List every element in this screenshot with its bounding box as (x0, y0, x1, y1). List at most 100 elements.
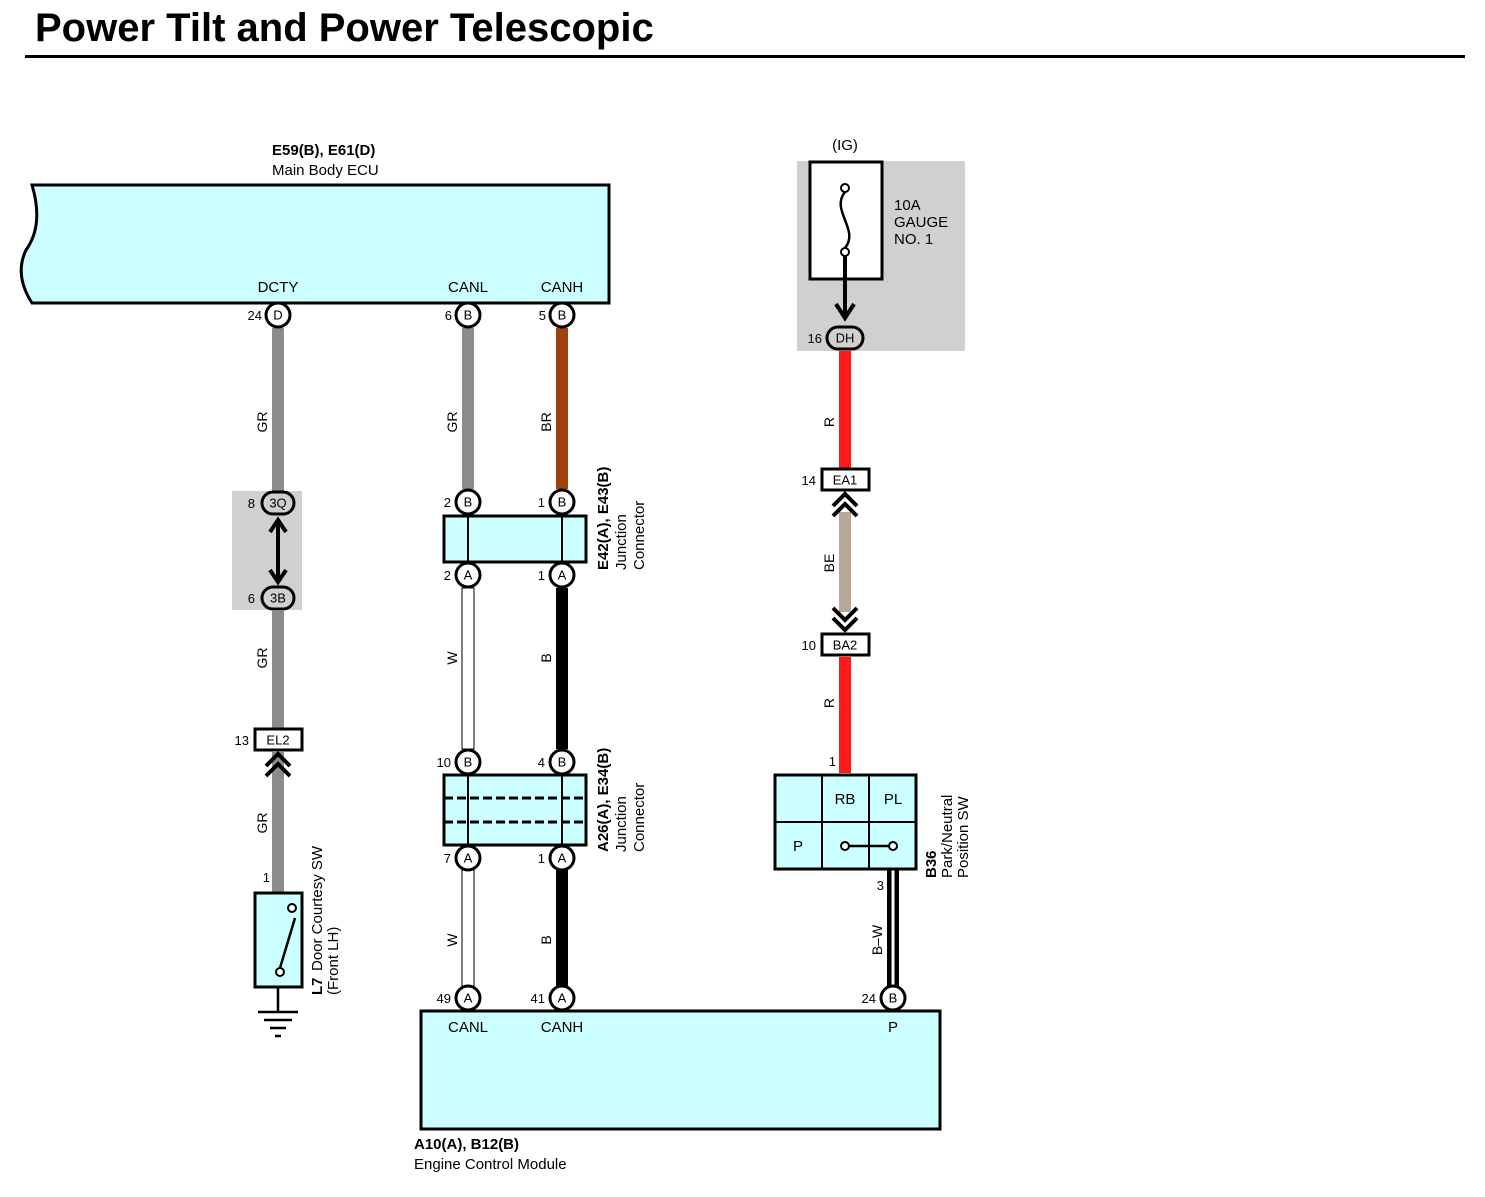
junction-a26-in-canl: B 10 (437, 748, 482, 776)
svg-text:E42(A), E43(B): E42(A), E43(B) (595, 467, 612, 570)
pn-sw-cell-rb: RB (835, 791, 856, 808)
svg-text:B: B (558, 755, 567, 770)
svg-text:6: 6 (445, 308, 452, 323)
junction-e42-in-canl: B 2 (444, 488, 482, 516)
wire-canl-3 (461, 869, 475, 987)
fuse-supply: (IG) (832, 137, 858, 154)
fuse-arrow-icon (834, 302, 856, 322)
connector-3q: 3Q 8 (248, 490, 296, 516)
chevron-up-icon (831, 501, 859, 518)
svg-text:A26(A), E34(B): A26(A), E34(B) (595, 748, 612, 852)
svg-text:BA2: BA2 (833, 638, 858, 653)
junction-a26-label: A26(A), E34(B) Junction Connector (595, 748, 648, 852)
fuse-element-icon (839, 191, 851, 249)
svg-text:(Front LH): (Front LH) (325, 927, 342, 995)
wire-color-ig-2: BE (821, 554, 837, 573)
main-body-ecu-code: E59(B), E61(D) (272, 142, 375, 159)
wire-color-canh-3: B (538, 935, 554, 944)
wire-color-canl-2: W (444, 651, 460, 665)
svg-text:10: 10 (437, 755, 451, 770)
svg-text:A: A (558, 991, 567, 1006)
wire-color-ig-1: R (821, 417, 837, 427)
engine-control-module (419, 1009, 942, 1131)
pn-sw-cell-pl: PL (884, 791, 902, 808)
junction-a26-out-canl: A 7 (444, 844, 482, 872)
chevron-down-icon (831, 606, 859, 623)
svg-text:B: B (889, 991, 898, 1006)
fuse-name-line2: NO. 1 (894, 231, 933, 248)
svg-text:Connector: Connector (631, 783, 648, 852)
ecm-canh-connector: A 41 (531, 984, 576, 1012)
svg-text:3B: 3B (270, 591, 286, 606)
arrow-down-icon (268, 568, 288, 586)
wire-color-dcty-3: GR (254, 813, 270, 834)
svg-text:A: A (558, 568, 567, 583)
ecu-canl-connector: B 6 (445, 301, 482, 329)
door-sw-lever-icon (278, 917, 297, 969)
ecm-name: Engine Control Module (414, 1156, 567, 1173)
svg-text:Door Courtesy SW: Door Courtesy SW (309, 845, 326, 971)
fuse-name-line1: GAUGE (894, 214, 948, 231)
wire-canl-2 (461, 587, 475, 750)
ecm-code: A10(A), B12(B) (414, 1136, 519, 1153)
title-rule (25, 55, 1465, 58)
main-body-ecu (19, 183, 611, 305)
door-sw-label: L7 Door Courtesy SW (Front LH) (309, 845, 342, 995)
junction-e42-out-canh: A 1 (538, 561, 576, 589)
wire-color-ig-3: R (821, 698, 837, 708)
svg-text:B: B (464, 308, 473, 323)
door-sw-pin: 1 (263, 870, 270, 885)
ecu-terminal-canl: CANL (448, 279, 488, 296)
ecm-terminal-p: P (888, 1019, 898, 1036)
chevron-up-icon (264, 751, 292, 768)
svg-text:B: B (558, 308, 567, 323)
connector-ea1: EA1 14 (802, 467, 871, 492)
svg-text:6: 6 (248, 591, 255, 606)
svg-text:A: A (464, 851, 473, 866)
svg-text:4: 4 (538, 755, 545, 770)
junction-a26-in-canh: B 4 (538, 748, 576, 776)
fuse-out-connector: DH 16 (808, 325, 865, 351)
svg-text:7: 7 (444, 851, 451, 866)
ecu-canh-connector: B 5 (539, 301, 576, 329)
chevron-down-icon (831, 616, 859, 633)
svg-text:A: A (464, 568, 473, 583)
ecm-canl-connector: A 49 (437, 984, 482, 1012)
svg-text:49: 49 (437, 991, 451, 1006)
svg-text:5: 5 (539, 308, 546, 323)
chevron-up-icon (264, 761, 292, 778)
fuse-terminal-top (840, 183, 850, 193)
ecu-terminal-canh: CANH (541, 279, 584, 296)
pn-sw-contact-icon (888, 841, 898, 851)
wire-color-canh-2: B (538, 653, 554, 662)
svg-text:24: 24 (248, 308, 262, 323)
svg-text:8: 8 (248, 496, 255, 511)
svg-text:B: B (464, 495, 473, 510)
ecu-terminal-dcty: DCTY (258, 279, 299, 296)
svg-text:1: 1 (538, 568, 545, 583)
fuse-terminal-bottom (840, 247, 850, 257)
svg-text:Junction: Junction (613, 514, 630, 570)
connector-el2: EL2 13 (235, 727, 304, 752)
svg-text:24: 24 (862, 991, 876, 1006)
svg-text:3Q: 3Q (269, 496, 286, 511)
ecm-p-connector: B 24 (862, 984, 907, 1012)
chevron-up-icon (831, 491, 859, 508)
pn-sw-pin-out: 3 (877, 878, 884, 893)
junction-e42-out-canl: A 2 (444, 561, 482, 589)
junction-e42-in-canh: B 1 (538, 488, 576, 516)
svg-text:EL2: EL2 (266, 733, 289, 748)
wire-color-dcty-2: GR (254, 648, 270, 669)
svg-text:B36: B36 (923, 850, 940, 878)
svg-text:14: 14 (802, 473, 816, 488)
svg-text:EA1: EA1 (833, 473, 858, 488)
page-title: Power Tilt and Power Telescopic (35, 6, 654, 50)
connector-3b: 3B 6 (248, 585, 296, 611)
junction-connector-a26 (442, 773, 588, 847)
svg-text:L7: L7 (309, 977, 326, 995)
svg-text:13: 13 (235, 733, 249, 748)
svg-text:DH: DH (836, 331, 855, 346)
svg-text:Junction: Junction (613, 796, 630, 852)
svg-text:Connector: Connector (631, 501, 648, 570)
